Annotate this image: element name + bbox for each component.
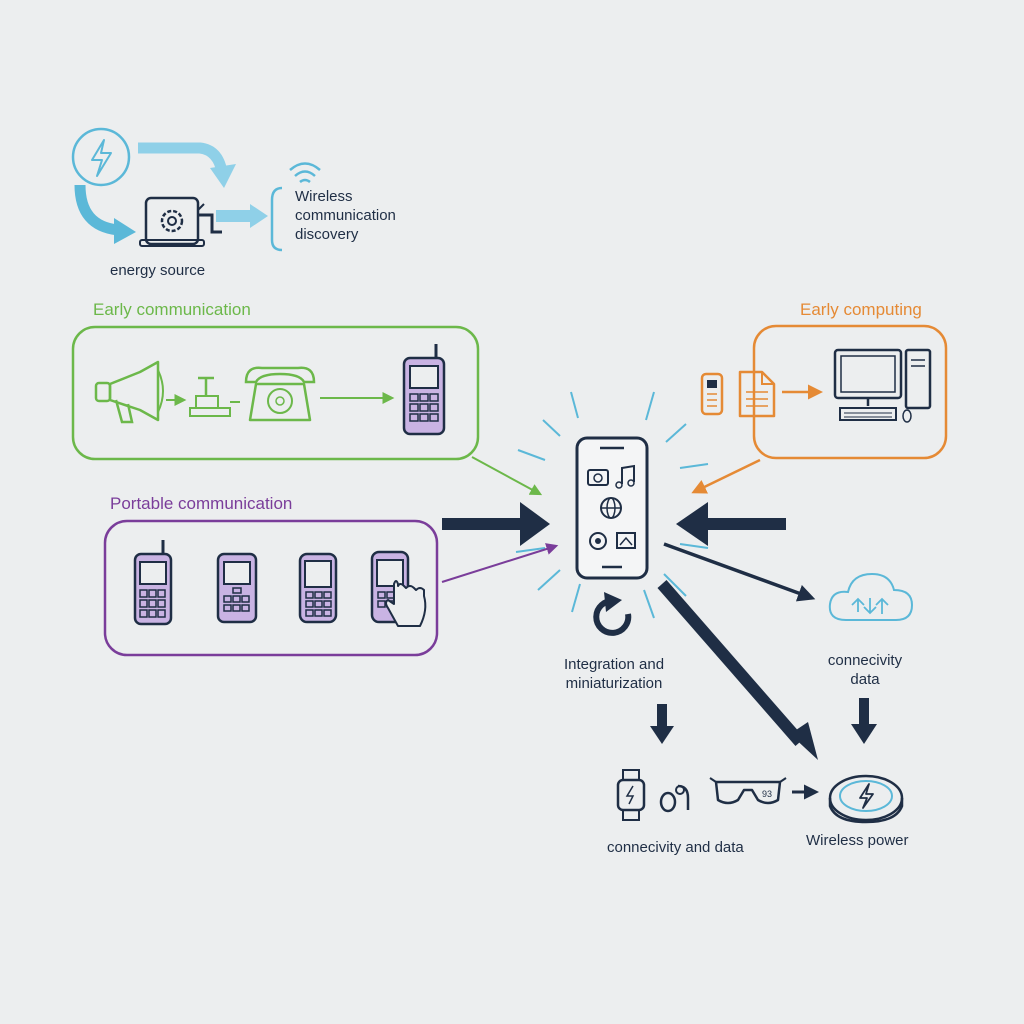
- music-note-icon: [615, 464, 635, 489]
- megaphone-icon: [94, 360, 164, 424]
- arrow-portable-to-phone: [441, 543, 559, 583]
- early-communication-box: [71, 325, 480, 461]
- arrow-phone-to-cloud: [663, 542, 816, 602]
- mobile-phone-icon: [298, 552, 338, 624]
- wireless-discovery-line-3: discovery: [295, 225, 359, 243]
- wifi-icon: [289, 162, 321, 184]
- earbuds-icon: [659, 784, 690, 813]
- mobile-phone-icon: [216, 552, 258, 624]
- integration-line-2: miniaturization: [565, 674, 663, 692]
- hand-crank-generator-icon: [139, 196, 222, 247]
- rotary-phone-icon: [244, 366, 316, 422]
- cloud-line-1: connecivity: [827, 652, 903, 669]
- desktop-computer-icon: [833, 348, 932, 423]
- early-communication-title: Early communication: [93, 300, 251, 319]
- radiating-rays: [515, 391, 709, 619]
- bold-arrow-right-to-phone: [676, 502, 786, 546]
- arrow-integration-to-wearables: [650, 704, 674, 744]
- cloud-connectivity-label: connecivity data: [800, 652, 930, 690]
- touch-phone-icon: [370, 550, 427, 627]
- refresh-icon: [593, 592, 632, 636]
- smartphone-icon: [575, 436, 649, 580]
- bold-arrow-left-to-phone: [442, 502, 550, 546]
- wireless-discovery-label: Wireless communication discovery: [295, 188, 396, 244]
- mobile-phone-icon: [133, 540, 173, 626]
- punch-card-icon: [700, 372, 724, 416]
- cloud-icon: [828, 572, 914, 621]
- wireless-power-label: Wireless power: [806, 832, 909, 849]
- portable-communication-box: [103, 519, 439, 657]
- wireless-charger-icon: [828, 774, 904, 824]
- wireless-discovery-bracket: [270, 186, 283, 252]
- glasses-display-text: 93: [762, 789, 772, 799]
- wireless-discovery-line-2: communication: [295, 206, 396, 224]
- energy-flow-arrows: [74, 142, 268, 244]
- integration-line-1: Integration and: [563, 656, 665, 673]
- smartwatch-icon: [616, 769, 646, 821]
- bold-arrow-phone-to-wireless-power: [657, 580, 818, 760]
- arrow-early-computing-to-phone: [691, 458, 761, 494]
- arrow-early-comm-to-phone: [471, 456, 543, 496]
- integration-label: Integration and miniaturization: [540, 656, 688, 694]
- document-icon: [738, 370, 776, 418]
- energy-source-label: energy source: [110, 262, 206, 279]
- compass-icon: [589, 532, 607, 550]
- photo-icon: [616, 532, 636, 549]
- early-computing-title: Early computing: [800, 300, 922, 319]
- wireless-discovery-line-1: Wireless: [295, 188, 353, 205]
- wearables-label: connecivity and data: [607, 839, 744, 856]
- globe-icon: [600, 497, 622, 519]
- telegraph-key-icon: [189, 376, 240, 417]
- arrow-cloud-to-wireless-power: [851, 698, 877, 744]
- mobile-phone-icon: [402, 344, 446, 436]
- lightning-icon: [71, 127, 131, 187]
- portable-communication-title: Portable communication: [110, 494, 293, 513]
- camera-icon: [587, 469, 609, 486]
- cloud-line-2: data: [850, 670, 880, 688]
- smart-glasses-icon: 93: [709, 777, 787, 805]
